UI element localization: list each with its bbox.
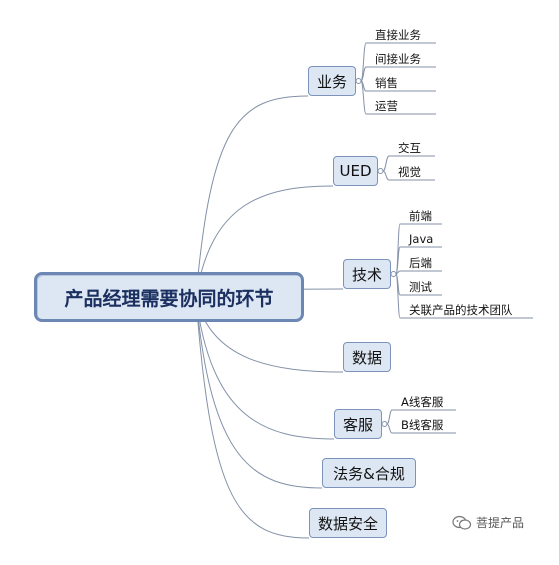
- branch-node-data-security: 数据安全: [309, 508, 387, 538]
- root-node: 产品经理需要协同的环节: [34, 272, 304, 322]
- leaf-operations: 运营: [375, 99, 398, 113]
- connector-knob: [381, 421, 388, 427]
- leaf-underline: [382, 170, 435, 181]
- branch-node-ued: UED: [333, 156, 378, 186]
- connector-knob: [355, 78, 362, 84]
- leaf-underline: [360, 80, 436, 92]
- leaf-underline: [395, 273, 533, 319]
- leaf-underline: [395, 270, 442, 275]
- branch-node-service: 客服: [334, 409, 382, 439]
- wechat-icon: [452, 515, 472, 530]
- connector-business: [195, 95, 309, 298]
- connector-knob: [377, 168, 384, 174]
- leaf-underline: [382, 155, 435, 172]
- connector-knob: [390, 271, 397, 277]
- watermark-text: 菩提产品: [476, 516, 525, 530]
- leaf-line-b-service: B线客服: [401, 418, 444, 432]
- watermark: 菩提产品: [452, 514, 524, 531]
- leaf-underline: [360, 80, 436, 115]
- branch-node-data: 数据: [343, 342, 391, 372]
- leaf-direct-business: 直接业务: [375, 28, 421, 42]
- leaf-underline: [395, 246, 442, 275]
- leaf-underline: [386, 423, 456, 434]
- branch-node-business: 业务: [308, 66, 356, 96]
- branch-node-legal: 法务&合规: [322, 458, 416, 488]
- connector-legal: [195, 296, 323, 489]
- leaf-underline: [360, 66, 436, 82]
- branch-node-tech: 技术: [343, 259, 391, 289]
- connector-data-security: [195, 296, 310, 539]
- leaf-related-tech-team: 关联产品的技术团队: [409, 303, 513, 317]
- leaf-indirect-business: 间接业务: [375, 52, 421, 66]
- leaf-sales: 销售: [375, 76, 398, 90]
- leaf-frontend: 前端: [409, 209, 432, 223]
- connector-ued: [195, 185, 334, 298]
- leaf-visual: 视觉: [398, 165, 421, 179]
- leaf-interaction: 交互: [398, 141, 421, 155]
- leaf-backend: 后端: [409, 256, 432, 270]
- leaf-line-a-service: A线客服: [401, 395, 444, 409]
- leaf-testing: 测试: [409, 280, 432, 294]
- leaf-underline: [386, 409, 456, 425]
- connector-service: [195, 296, 335, 440]
- leaf-java: Java: [409, 232, 434, 246]
